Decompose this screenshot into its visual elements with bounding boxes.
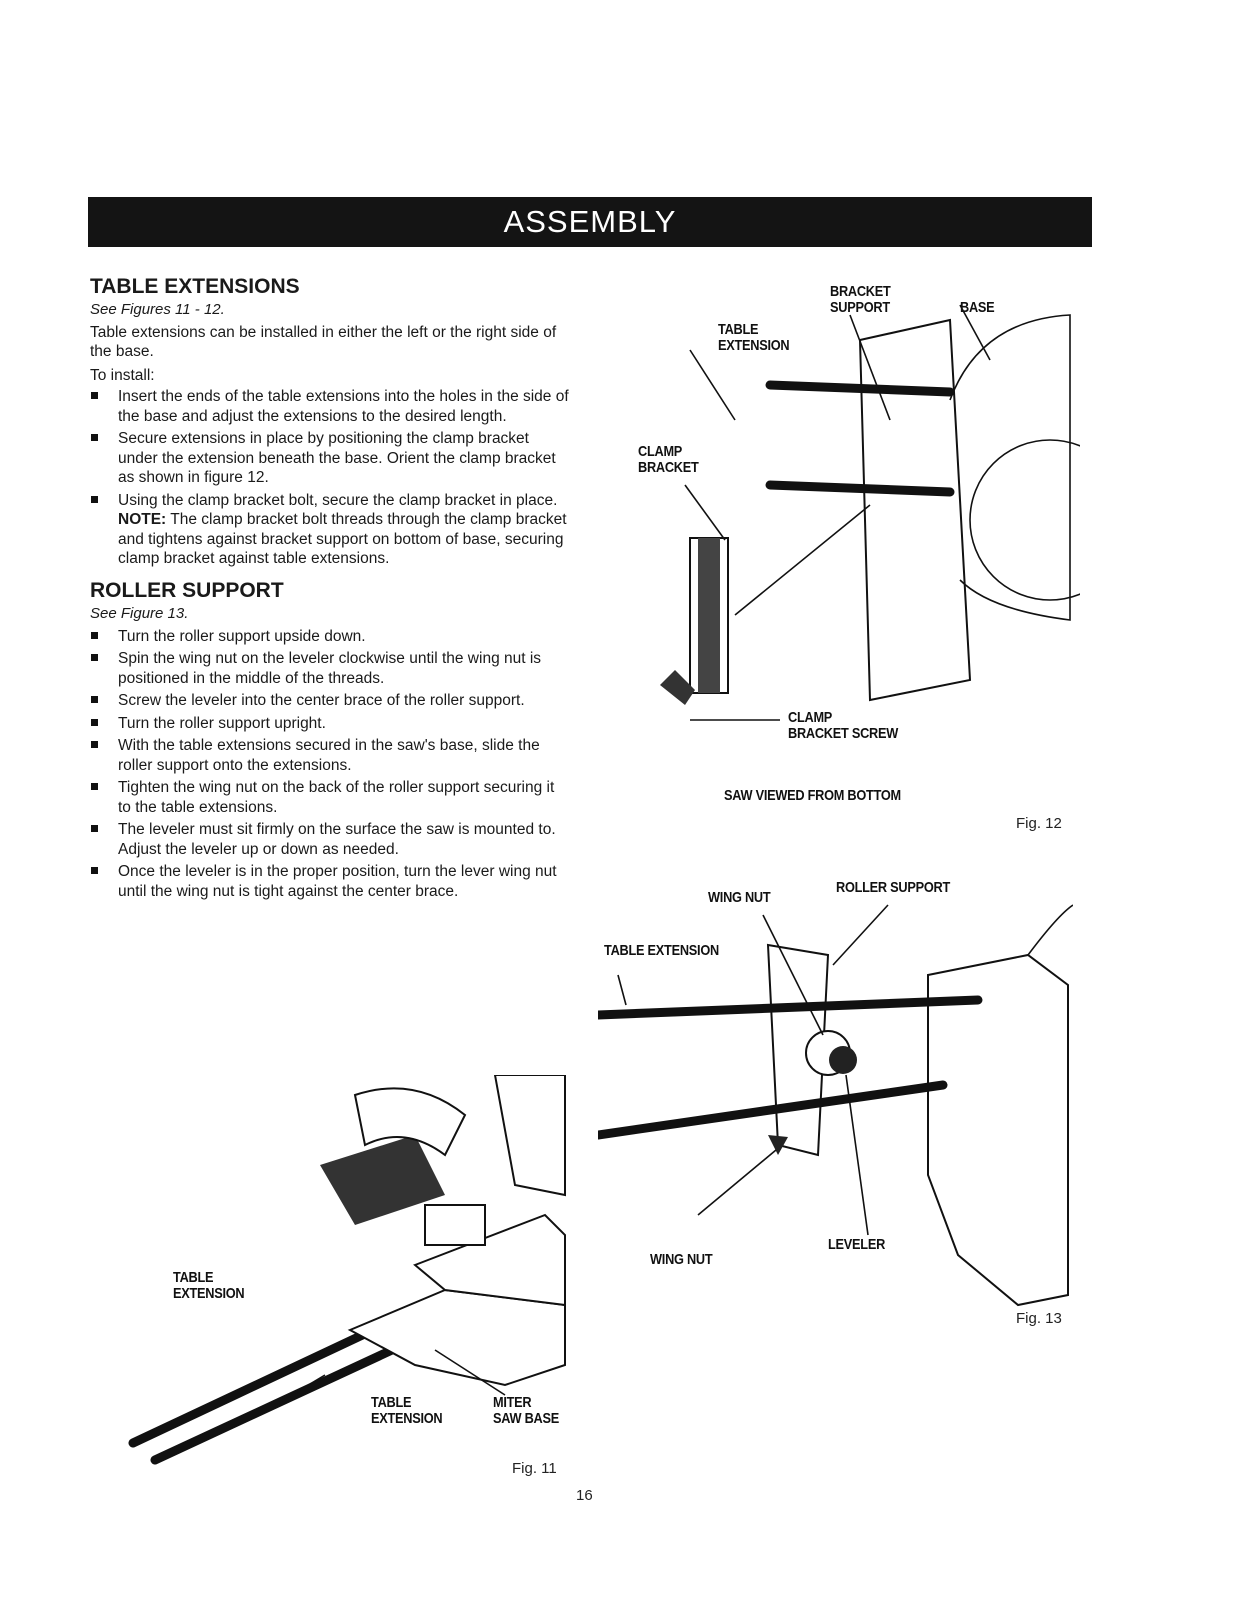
list-item: Tighten the wing nut on the back of the … — [90, 778, 570, 817]
fig11-caption: Fig. 11 — [512, 1460, 557, 1477]
list-item: Using the clamp bracket bolt, secure the… — [90, 491, 570, 569]
saw-bottom-illustration — [660, 304, 1131, 721]
fig13-label-roller-support: ROLLER SUPPORT — [836, 879, 951, 896]
list-item: Secure extensions in place by positionin… — [90, 429, 570, 488]
fig13-label-wing-nut-bottom: WING NUT — [650, 1251, 713, 1268]
list-item: Spin the wing nut on the leveler clockwi… — [90, 649, 570, 688]
fig12-subtitle: SAW VIEWED FROM BOTTOM — [724, 787, 901, 804]
fig12-label-clamp-bracket-screw: CLAMP BRACKET SCREW — [788, 709, 899, 742]
fig12-label-clamp-bracket: CLAMP BRACKET — [638, 443, 699, 476]
to-install-label: To install: — [90, 367, 155, 384]
fig13-caption: Fig. 13 — [1016, 1310, 1062, 1327]
table-extensions-see-figures: See Figures 11 - 12. — [90, 301, 225, 318]
bullet-icon — [91, 392, 98, 399]
figure-12: BRACKET SUPPORT BASE TABLE EXTENSION CLA… — [630, 280, 1131, 760]
note-text: The clamp bracket bolt threads through t… — [118, 511, 567, 567]
roller-support-illustration — [593, 904, 1074, 1307]
list-item: Turn the roller support upright. — [90, 714, 570, 734]
roller-support-see-figure: See Figure 13. — [90, 604, 189, 622]
bullet-icon — [91, 631, 98, 639]
fig12-label-table-extension: TABLE EXTENSION — [718, 321, 790, 354]
page-number: 16 — [576, 1487, 593, 1504]
fig12-label-base: BASE — [960, 299, 995, 316]
list-item: With the table extensions secured in the… — [90, 736, 570, 775]
bullet-icon — [91, 696, 98, 703]
roller-support-steps: Turn the roller support upside down. Spi… — [90, 627, 570, 902]
bullet-icon — [91, 495, 98, 503]
list-item: Turn the roller support upside down. — [90, 627, 570, 647]
list-item: Insert the ends of the table extensions … — [90, 387, 570, 426]
fig11-label-table-extension-lower: TABLE EXTENSION — [371, 1394, 443, 1427]
fig11-label-table-extension-upper: TABLE EXTENSION — [173, 1269, 245, 1302]
bullet-icon — [91, 825, 98, 832]
text-column: TABLE EXTENSIONS See Figures 11 - 12. Ta… — [90, 275, 570, 904]
miter-saw-illustration — [128, 1074, 566, 1465]
fig11-label-miter-saw-base: MITER SAW BASE — [493, 1394, 559, 1427]
bullet-icon — [91, 783, 98, 790]
list-item: Once the leveler is in the proper positi… — [90, 862, 570, 901]
bullet-icon — [91, 867, 98, 874]
fig12-caption: Fig. 12 — [1016, 815, 1062, 832]
bullet-icon — [91, 718, 98, 726]
bullet-icon — [91, 434, 98, 441]
fig13-label-wing-nut-top: WING NUT — [708, 889, 771, 906]
bullet-icon — [91, 654, 98, 661]
section-banner: ASSEMBLY — [88, 197, 1092, 247]
table-extensions-intro: Table extensions can be installed in eit… — [90, 324, 557, 360]
roller-support-heading: ROLLER SUPPORT — [90, 578, 284, 602]
list-item: The leveler must sit firmly on the surfa… — [90, 820, 570, 859]
fig12-label-bracket-support: BRACKET SUPPORT — [830, 283, 891, 316]
bullet-icon — [91, 741, 98, 748]
table-extensions-heading: TABLE EXTENSIONS — [90, 275, 300, 298]
figure-11: TABLE EXTENSION TABLE EXTENSION MITER SA… — [115, 1074, 585, 1485]
list-item: Screw the leveler into the center brace … — [90, 691, 570, 711]
figure-13: WING NUT ROLLER SUPPORT TABLE EXTENSION … — [593, 875, 1074, 1315]
table-extensions-steps: Insert the ends of the table extensions … — [90, 387, 570, 569]
note-label: NOTE: — [118, 511, 167, 528]
fig13-label-leveler: LEVELER — [828, 1236, 886, 1253]
fig13-label-table-extension: TABLE EXTENSION — [604, 942, 719, 959]
